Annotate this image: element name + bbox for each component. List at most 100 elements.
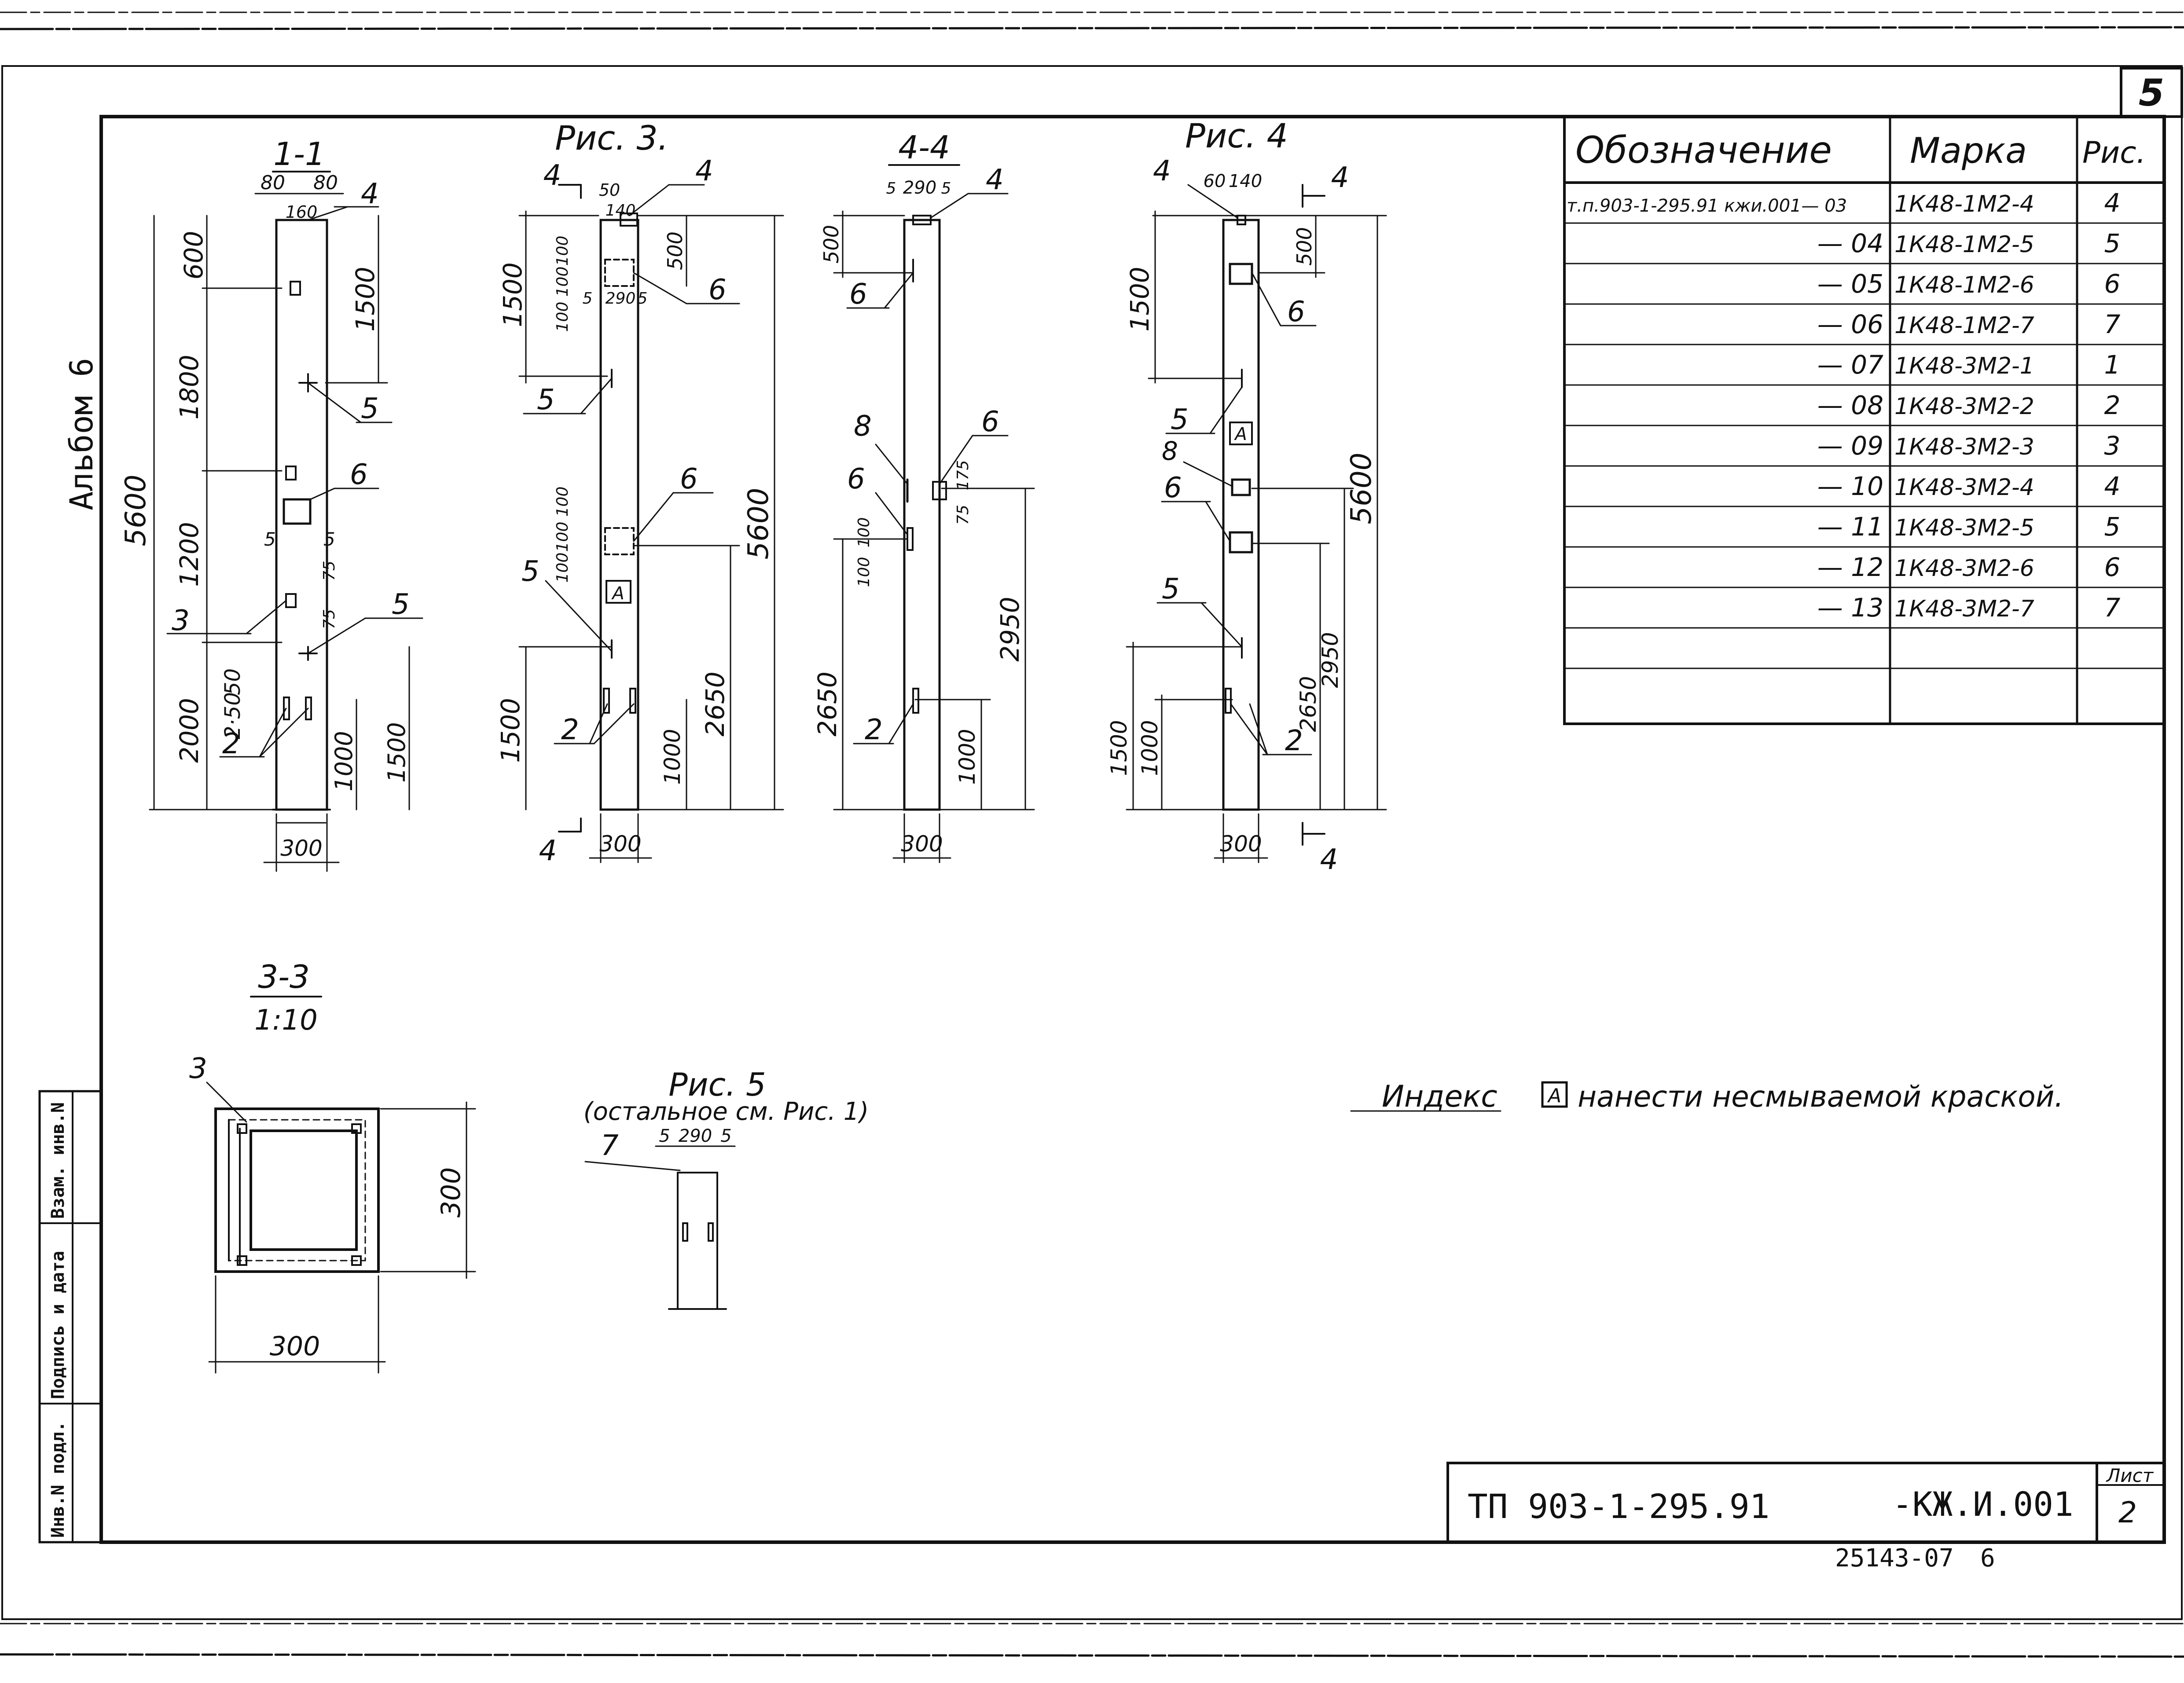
section-mark: 4 bbox=[539, 835, 557, 867]
section-mark: 4 bbox=[543, 159, 562, 192]
cell-designation: — 08 bbox=[1817, 390, 1883, 420]
margin-label-signature: Подпись и дата bbox=[48, 1251, 68, 1399]
dim-label: 2650 bbox=[812, 671, 842, 737]
dim-label: 2650 bbox=[700, 671, 730, 737]
dim-label: 140 bbox=[1229, 171, 1262, 191]
cell-designation: — 06 bbox=[1817, 309, 1883, 339]
dim-label: 5 bbox=[659, 1126, 670, 1146]
dim-label: 5 bbox=[638, 290, 648, 308]
callout-label: 3 bbox=[172, 605, 190, 637]
cell-designation: — 09 bbox=[1817, 431, 1883, 461]
cell-fig: 4 bbox=[2104, 471, 2121, 501]
view-title: Рис. 3. bbox=[555, 118, 668, 158]
callout-label: 8 bbox=[854, 410, 872, 443]
index-note-text: нанести несмываемой краской. bbox=[1578, 1080, 2064, 1114]
index-mark: А bbox=[1233, 424, 1247, 444]
callout-label: 6 bbox=[680, 463, 698, 495]
archive-number: 25143-07 bbox=[1835, 1544, 1954, 1573]
corner-number: 5 bbox=[2139, 71, 2164, 114]
cell-mark: 1К48-3М2-7 bbox=[1894, 596, 2034, 622]
cell-mark: 1К48-1М2-5 bbox=[1894, 231, 2034, 258]
dim-label: 75 bbox=[954, 505, 972, 525]
dim-label: 1000 bbox=[660, 729, 685, 785]
scan-edge-lines bbox=[0, 11, 2184, 1658]
section-view-1-1: 1-1 80 80 160 600 1800 1200 2000 5600 bbox=[120, 136, 423, 872]
callout-label: 4 bbox=[1153, 155, 1171, 187]
title-block: ТП 903-1-295.91 -КЖ.И.001 Лист 2 25143-0… bbox=[1446, 1462, 2166, 1573]
dim-label: 500 bbox=[663, 231, 687, 270]
view-title: 3-3 bbox=[258, 958, 310, 995]
figure-5-view: Рис. 5 (остальное см. Рис. 1) 5 290 5 7 bbox=[584, 1066, 869, 1310]
cell-fig: 5 bbox=[2104, 512, 2121, 542]
view-title: 4-4 bbox=[898, 129, 950, 166]
dim-label: 100 bbox=[554, 302, 572, 332]
callout-label: 8 bbox=[1162, 436, 1178, 466]
dim-label: 5600 bbox=[742, 488, 775, 560]
dim-label: 5 bbox=[941, 180, 951, 198]
cell-designation: — 07 bbox=[1817, 350, 1883, 380]
dim-label: 300 bbox=[599, 831, 641, 857]
dim-label: 1500 bbox=[1125, 267, 1155, 332]
marks-table: Обозначение Марка Рис. т.п.903-1-295.91 … bbox=[1563, 115, 2166, 725]
archive-page: 6 bbox=[1980, 1544, 1995, 1573]
view-title: Рис. 4 bbox=[1185, 116, 1288, 155]
dim-label: 60 bbox=[1204, 171, 1226, 191]
dim-label: 80 bbox=[261, 172, 285, 194]
callout-label: 2 bbox=[561, 714, 579, 746]
dim-label: 1500 bbox=[1106, 720, 1132, 776]
margin-label-replacement: Взам. инв.N bbox=[48, 1102, 68, 1219]
index-note-lead: Индекс bbox=[1382, 1079, 1498, 1114]
cell-mark: 1К48-3М2-4 bbox=[1894, 474, 2034, 501]
callout-label: 5 bbox=[392, 588, 410, 621]
dim-label: 2950 bbox=[1318, 632, 1343, 688]
dim-label: 290 bbox=[903, 178, 936, 198]
callout-label: 5 bbox=[1162, 573, 1180, 605]
sheet-number: 2 bbox=[2118, 1496, 2137, 1529]
section-view-4-4: 4-4 5 290 5 500 175 75 100 100 2950 2650… bbox=[812, 129, 1035, 863]
cell-mark: 1К48-3М2-5 bbox=[1894, 515, 2034, 541]
dim-label: 50 bbox=[220, 668, 245, 695]
callout-label: 6 bbox=[708, 274, 727, 306]
cell-fig: 4 bbox=[2104, 188, 2121, 218]
cell-fig: 1 bbox=[2104, 350, 2121, 380]
dim-label: 2650 bbox=[1296, 676, 1321, 732]
dim-label: 290 bbox=[679, 1126, 712, 1146]
cell-mark: 1К48-1М2-6 bbox=[1894, 272, 2034, 298]
dim-label: 600 bbox=[179, 231, 209, 280]
dim-label: 5 bbox=[720, 1126, 731, 1146]
cell-mark: 1К48-3М2-3 bbox=[1894, 434, 2034, 460]
dim-label: 1000 bbox=[330, 731, 358, 791]
dim-label: 300 bbox=[901, 831, 943, 857]
callout-label: 4 bbox=[986, 164, 1004, 196]
dim-label: 1500 bbox=[496, 698, 525, 763]
index-note: Индекс А нанести несмываемой краской. bbox=[1350, 1079, 2064, 1114]
dim-label: 80 bbox=[313, 172, 338, 194]
index-mark: А bbox=[611, 583, 624, 604]
corner-number-box: 5 bbox=[2120, 67, 2183, 118]
dim-label: 100 bbox=[554, 553, 572, 583]
document-code: ТП 903-1-295.91 bbox=[1468, 1487, 1769, 1526]
callout-label: 6 bbox=[1164, 472, 1182, 504]
callout-label: 3 bbox=[189, 1052, 207, 1085]
figure-note: (остальное см. Рис. 1) bbox=[584, 1097, 869, 1126]
dim-label: 5600 bbox=[120, 475, 152, 546]
cell-mark: 1К48-3М2-1 bbox=[1894, 353, 2034, 379]
document-suffix: -КЖ.И.001 bbox=[1892, 1485, 2074, 1524]
table-header-designation: Обозначение bbox=[1575, 128, 1832, 172]
outer-frame bbox=[1, 65, 2183, 1620]
dim-label: 2000 bbox=[174, 698, 204, 763]
cell-fig: 7 bbox=[2104, 309, 2121, 339]
inner-frame bbox=[99, 115, 2166, 1544]
dim-label: 140 bbox=[606, 202, 636, 220]
dim-label: 1500 bbox=[498, 262, 528, 327]
cell-fig: 6 bbox=[2104, 552, 2121, 582]
cell-fig: 6 bbox=[2104, 269, 2121, 299]
view-title: Рис. 5 bbox=[668, 1066, 766, 1103]
callout-label: 6 bbox=[981, 406, 999, 438]
callout-label: 2 bbox=[865, 714, 883, 746]
table-header-mark: Марка bbox=[1910, 130, 2027, 171]
